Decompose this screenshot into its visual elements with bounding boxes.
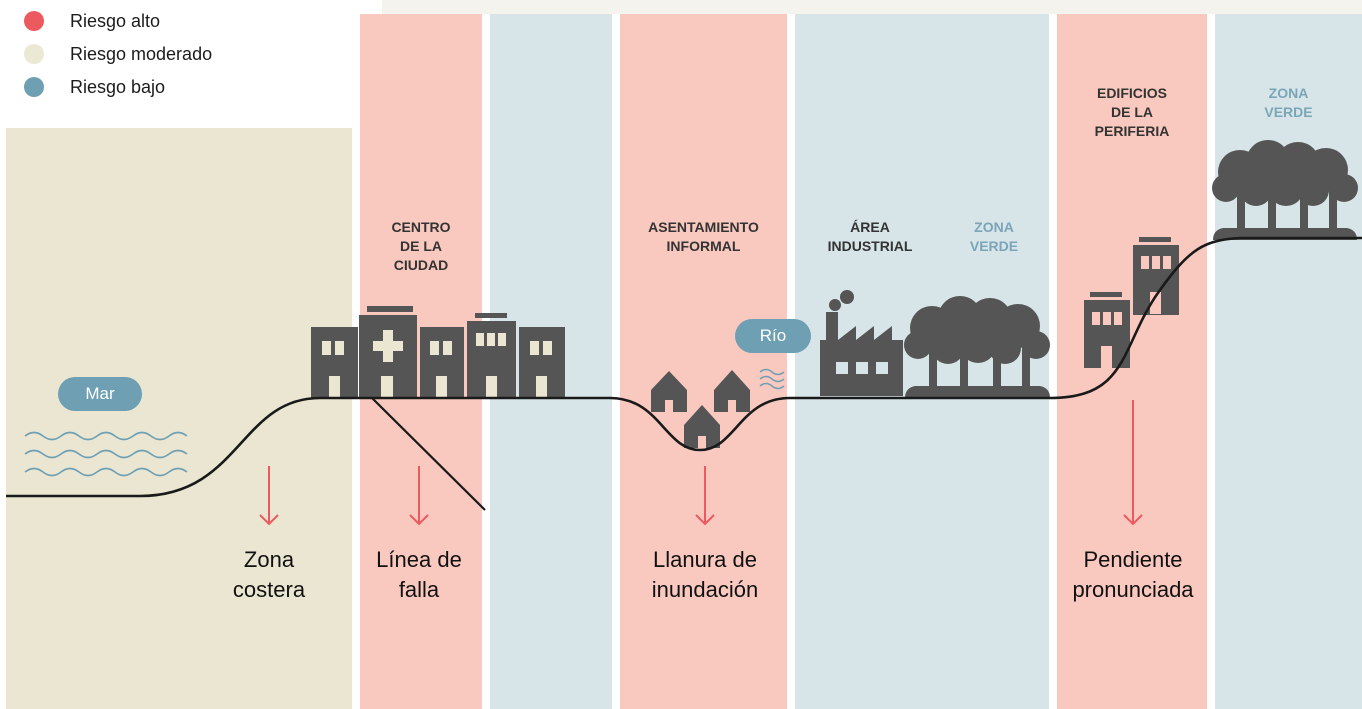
zone-title-green-zone: ZONA VERDE [969,219,1019,254]
coastal-moderate-band [6,128,352,709]
top-band [382,0,1362,14]
trees-icon [904,296,1050,398]
zone-title-industrial-area: ÁREA INDUSTRIAL [827,219,913,254]
risk-label-steep-slope: Pendiente pronunciada [1072,547,1194,602]
legend-item-high-risk: Riesgo alto [24,8,212,34]
blue-dot-icon [24,77,44,97]
zone-title-periphery-buildings: EDIFICIOS DE LA PERIFERIA [1094,85,1170,139]
trees-icon [1212,140,1358,240]
green-zone-low-band [1215,14,1362,709]
risk-label-fault-line: Línea de falla [376,547,462,602]
houses-icon [651,370,750,448]
legend-item-low-risk: Riesgo bajo [24,74,212,100]
legend-item-moderate-risk: Riesgo moderado [24,41,212,67]
arrow-down-icon [259,466,279,526]
city-buildings-icon [311,306,565,398]
river-waves-icon [759,368,785,390]
fault-line [371,397,486,511]
arrow-down-icon [1123,400,1143,526]
beige-dot-icon [24,44,44,64]
zone-title-green-zone: ZONA VERDE [1264,85,1313,120]
sea-label: Mar [58,377,142,411]
legend-label: Riesgo moderado [70,43,213,64]
periphery-high-band [1057,14,1207,709]
risk-label-coastal-zone: Zona costera [232,547,306,602]
arrow-down-icon [695,466,715,526]
sea-waves-icon [24,431,188,477]
river-label: Río [735,319,811,353]
legend: Riesgo alto Riesgo moderado Riesgo bajo [24,8,212,107]
risk-label-floodplain: Llanura de inundación [651,547,759,602]
legend-label: Riesgo bajo [70,76,166,97]
arrow-down-icon [409,466,429,526]
legend-label: Riesgo alto [70,10,161,31]
zone-title-informal-settlement: ASENTAMIENTO INFORMAL [648,219,759,254]
periphery-buildings-icon [1084,237,1179,368]
factory-icon [820,290,903,396]
red-dot-icon [24,11,44,31]
terrain-line [6,236,1362,498]
zone-title-city-center: CENTRO DE LA CIUDAD [391,219,451,273]
informal-settlement-high-band [620,14,787,709]
